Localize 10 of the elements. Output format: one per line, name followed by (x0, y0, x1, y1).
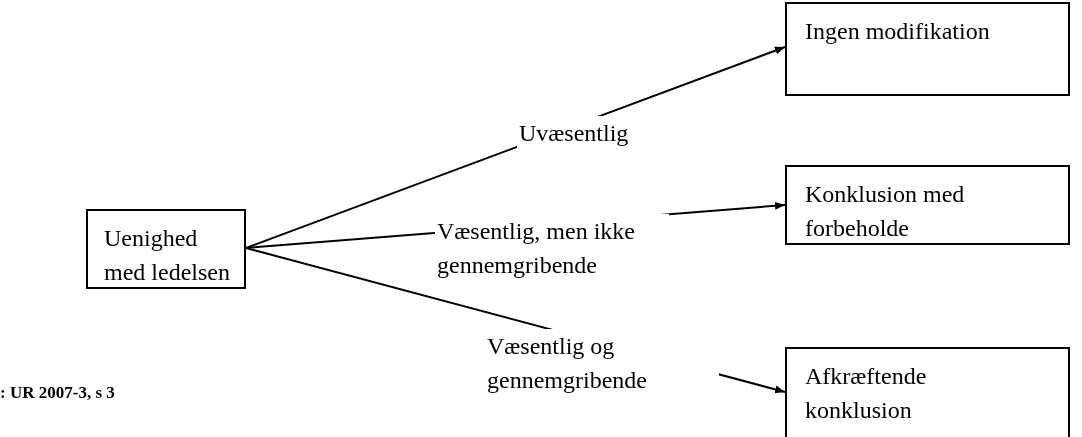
box-text: Konklusion med forbeholde (805, 180, 966, 243)
box-text: Uenighed med ledelsen (104, 224, 231, 287)
process-box (785, 165, 1070, 245)
process-box (86, 209, 246, 289)
box-text: Afkræftende konklusion (805, 362, 928, 425)
source-note: : UR 2007-3, s 3 (0, 383, 115, 403)
process-box (785, 2, 1070, 96)
process-box (785, 347, 1070, 437)
edge-label: Uvæsentlig (517, 116, 631, 150)
box-text: Ingen modifikation (805, 17, 991, 46)
